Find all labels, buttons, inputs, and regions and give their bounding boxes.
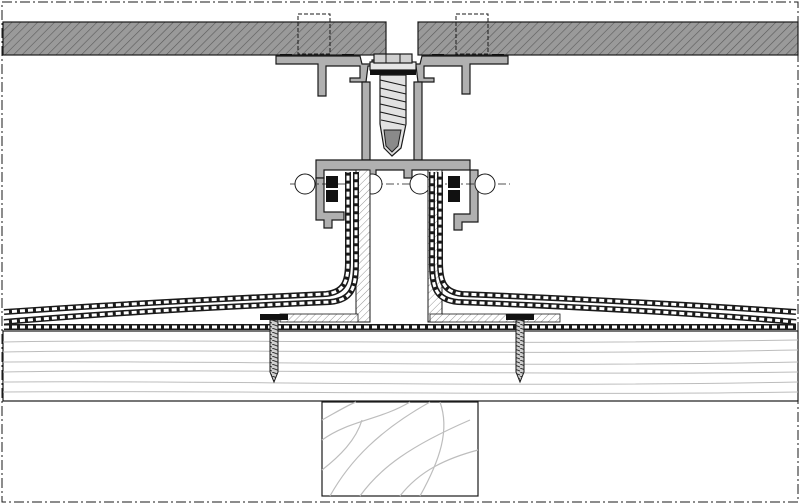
wood-screw-right — [506, 314, 534, 384]
membrane-right — [429, 172, 797, 325]
left-clamp-hook — [315, 177, 345, 229]
timber-beam — [321, 401, 479, 497]
strip-right — [429, 313, 561, 323]
rivets — [294, 173, 496, 195]
self-drilling-screw — [369, 53, 417, 157]
seal-blocks — [326, 176, 460, 202]
upper-slab-right — [417, 21, 799, 56]
vertical-stem-profile — [361, 81, 423, 161]
strip-left — [279, 313, 359, 323]
slab-anchor-right — [455, 13, 489, 55]
upper-slab-left — [2, 21, 387, 56]
cross-bar-profile — [315, 159, 471, 179]
membrane-left — [3, 172, 359, 325]
slab-anchor-left — [297, 13, 331, 55]
wood-screw-left — [260, 314, 288, 384]
timber-board — [2, 330, 799, 402]
